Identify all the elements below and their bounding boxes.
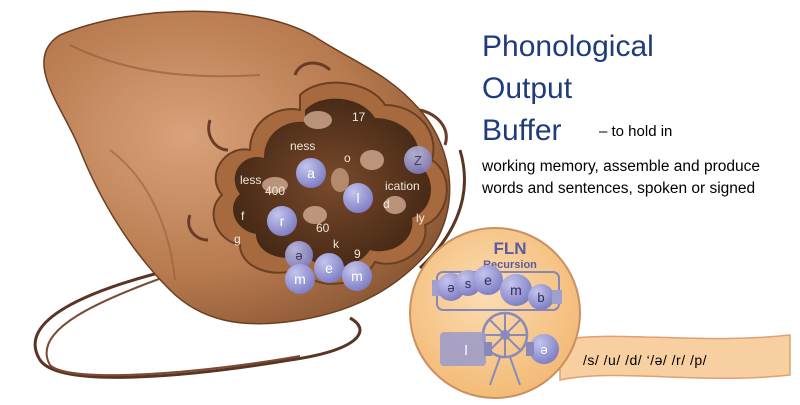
title-inline-text: – to hold in <box>599 123 673 140</box>
bubble-letter: b <box>537 290 544 305</box>
fln-bubble: ə <box>526 334 559 364</box>
drawstring-cord-2 <box>45 274 301 377</box>
fragment-label: ly <box>416 211 425 225</box>
bubble-letter: ə <box>540 342 547 357</box>
bubble-letter: m <box>351 268 363 284</box>
bubble-letter: ə <box>447 280 454 295</box>
fln-label: FLN <box>493 239 526 258</box>
lace-loop <box>419 108 448 146</box>
fragment-label: ication <box>385 179 420 193</box>
gear-icon <box>481 311 529 386</box>
fln-bubble: b <box>528 284 562 310</box>
fragment-label: 400 <box>265 184 285 198</box>
bubble: ə <box>285 241 313 269</box>
fragment-label: ness <box>290 139 315 153</box>
drawstring-cord <box>33 268 362 379</box>
pouch-fold <box>69 44 261 78</box>
output-tape <box>559 334 791 381</box>
lace-loop <box>187 214 209 242</box>
hand-icon <box>262 111 406 224</box>
fragment-label: 60 <box>316 221 330 235</box>
bubble-letter: m <box>294 271 306 287</box>
description-line-1: working memory, assemble and produce <box>482 158 760 175</box>
bubble: r <box>267 206 297 236</box>
bubble: e <box>314 253 344 283</box>
bubble-letter: l <box>356 190 359 206</box>
fln-bubble: e <box>473 265 503 295</box>
bubble: l <box>343 183 373 213</box>
phoneme-tape-text: /s/ /u/ /d/ ‘/ə/ /r/ /p/ <box>583 352 708 368</box>
fragment-label: k <box>333 237 340 251</box>
bubble-letter: s <box>465 276 472 291</box>
bubble-letter: m <box>510 282 522 298</box>
bubble: m <box>285 264 315 294</box>
title-buffer: Buffer <box>482 114 562 147</box>
fragment-label: f <box>241 209 245 223</box>
bubble-letter: a <box>307 165 315 181</box>
fragment-label: d <box>383 197 390 211</box>
bubble-letter: e <box>325 260 333 276</box>
fragment-label: 17 <box>352 110 366 124</box>
bubble-letter: e <box>484 272 492 288</box>
lace-loop <box>293 61 332 76</box>
bubble: a <box>296 158 326 188</box>
title-phonological: Phonological <box>482 30 654 63</box>
fragment-label: less <box>240 173 261 187</box>
description-line-2: words and sentences, spoken or signed <box>482 180 756 197</box>
title-output: Output <box>482 72 573 105</box>
bubble: m <box>342 261 372 291</box>
bubble-letter: r <box>280 213 285 229</box>
bubble-letter: l <box>464 342 467 358</box>
fln-bubble: l <box>440 332 492 366</box>
fragment-label: o <box>344 151 351 165</box>
fln-bubble: m <box>500 274 532 306</box>
fragment-label: 9 <box>354 247 361 261</box>
bubble-z: Z <box>404 146 432 174</box>
bubble-letter: ə <box>295 248 302 263</box>
fragment-label: g <box>234 232 241 246</box>
lace-loop <box>207 119 229 152</box>
pouch-fold-2 <box>109 149 176 281</box>
bubble-letter: Z <box>414 153 422 168</box>
